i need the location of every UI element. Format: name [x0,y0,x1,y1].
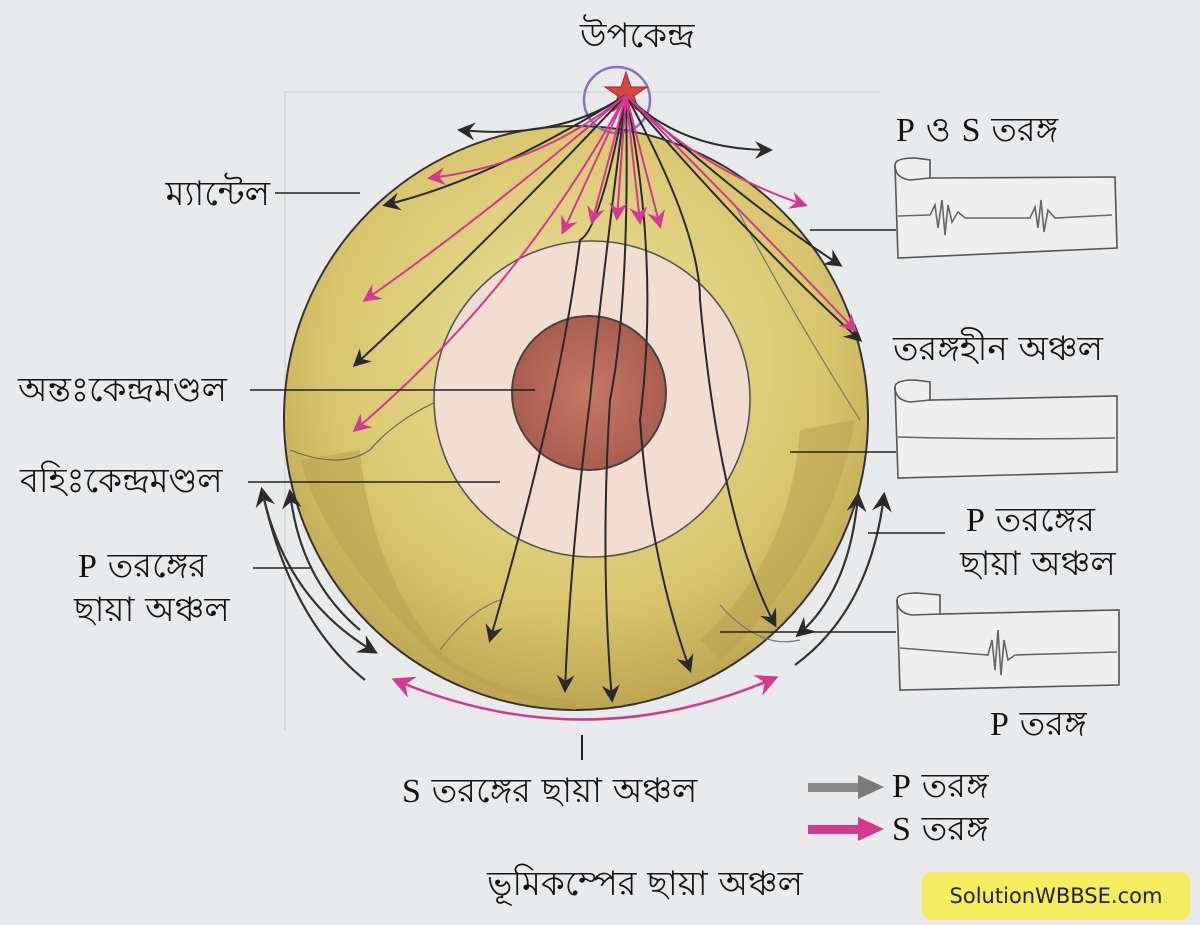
s-shadow-label: S তরঙ্গের ছায়া অঞ্চল [402,771,698,811]
right-p-shadow-label-line2: ছায়া অঞ্চল [960,544,1116,584]
right-p-shadow-label: P তরঙ্গের [966,500,1095,540]
watermark-badge: SolutionWBBSE.com [922,872,1190,920]
legend-s-label: S তরঙ্গ [892,809,989,849]
epicenter-ring [582,65,652,135]
inner-core [511,315,667,471]
seismogram-1-title: P ও S তরঙ্গ [896,110,1059,150]
inner-core-label: অন্তঃকেন্দ্রমণ্ডল [18,370,227,410]
seismogram-3-title: P তরঙ্গ [990,704,1087,744]
legend-p-arrow-icon [808,775,884,799]
s-shadow-arrow [391,675,779,721]
leader-lines [248,192,945,633]
diagram-title: ভূমিকম্পের ছায়া অঞ্চল [487,864,803,904]
seismogram-p-and-s [894,157,1118,259]
left-p-shadow-label: P তরঙ্গের [78,546,207,586]
outer-core-label: বহিঃকেন্দ্রমণ্ডল [20,461,223,501]
seismogram-2-title: তরঙ্গহীন অঞ্চল [893,329,1103,369]
s-wave-rays [352,94,858,432]
mantle-label: ম্যান্টেল [165,174,270,214]
right-p-shadow-arrows [794,491,892,666]
legend-s-arrow-icon [808,817,884,841]
epicenter-label: উপকেন্দ্র [580,16,695,56]
seismogram-no-wave [894,379,1118,479]
seismogram-p-only [896,592,1120,691]
earth-globe [283,125,869,711]
left-p-shadow-label-line2: ছায়া অঞ্চল [74,590,230,630]
legend-p-label: P তরঙ্গ [892,766,989,806]
left-p-shadow-arrows [255,486,378,681]
